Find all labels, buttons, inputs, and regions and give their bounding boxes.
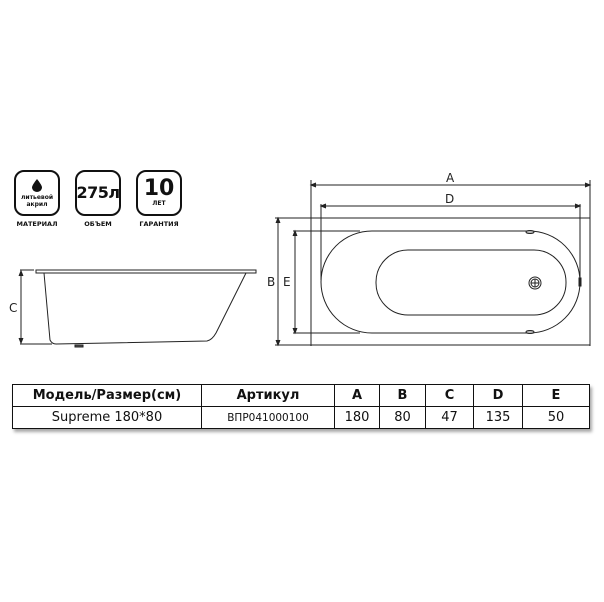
cell-article: ВПР041000100 bbox=[201, 406, 335, 429]
material-badge: литьевой акрил bbox=[14, 170, 60, 216]
table-row: Supreme 180*80 ВПР041000100 180 80 47 13… bbox=[12, 406, 590, 429]
cell-d: 135 bbox=[473, 406, 523, 429]
spec-table: Модель/Размер(см) Артикул A B C D E Supr… bbox=[12, 384, 590, 429]
volume-badge: 275л bbox=[75, 170, 121, 216]
material-caption: МАТЕРИАЛ bbox=[16, 220, 58, 228]
volume-caption: ОБЪЕМ bbox=[84, 220, 112, 228]
plan-view bbox=[275, 180, 592, 347]
cell-c: 47 bbox=[425, 406, 474, 429]
dim-label-d: D bbox=[445, 192, 454, 206]
header-d: D bbox=[473, 384, 523, 407]
dim-label-b: B bbox=[267, 275, 275, 289]
warranty-unit: ЛЕТ bbox=[152, 200, 166, 207]
warranty-caption: ГАРАНТИЯ bbox=[139, 220, 179, 228]
material-text: литьевой акрил bbox=[20, 193, 54, 208]
warranty-badge: 10 ЛЕТ bbox=[136, 170, 182, 216]
dim-label-a: A bbox=[446, 171, 455, 185]
header-b: B bbox=[379, 384, 426, 407]
dim-label-e: E bbox=[283, 275, 291, 289]
cell-a: 180 bbox=[334, 406, 380, 429]
dim-label-c: C bbox=[9, 301, 17, 315]
header-article: Артикул bbox=[201, 384, 335, 407]
technical-drawing: C A D B E bbox=[9, 171, 592, 348]
header-c: C bbox=[425, 384, 474, 407]
cell-b: 80 bbox=[379, 406, 426, 429]
warranty-value: 10 bbox=[143, 176, 175, 201]
drop-icon bbox=[32, 178, 42, 192]
side-view bbox=[18, 269, 257, 348]
cell-model: Supreme 180*80 bbox=[12, 406, 202, 429]
header-model: Модель/Размер(см) bbox=[12, 384, 202, 407]
table-header-row: Модель/Размер(см) Артикул A B C D E bbox=[12, 384, 590, 407]
volume-value: 275л bbox=[76, 183, 120, 202]
header-e: E bbox=[522, 384, 590, 407]
header-a: A bbox=[334, 384, 380, 407]
cell-e: 50 bbox=[522, 406, 590, 429]
